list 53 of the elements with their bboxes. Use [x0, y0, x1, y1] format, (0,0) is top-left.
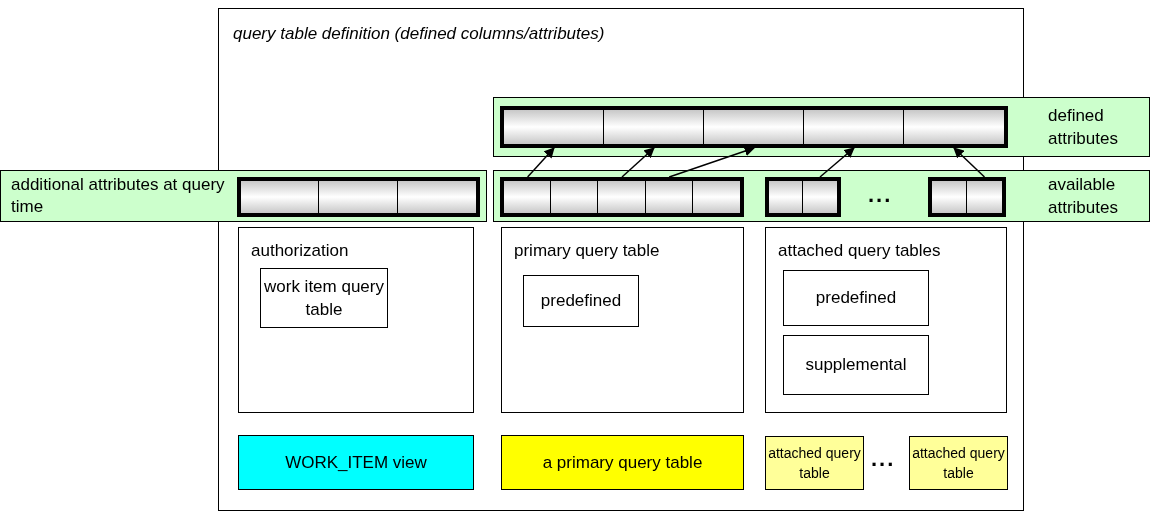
- node-label: primary query table: [514, 240, 660, 262]
- node-label: work item query table: [263, 276, 385, 321]
- node-label: attached query table: [911, 444, 1006, 483]
- attribute-cell: [241, 181, 319, 213]
- attribute-bar: [928, 177, 1006, 217]
- node-label: predefined: [540, 290, 622, 313]
- attribute-cell: [397, 181, 476, 213]
- node-label: predefined: [815, 287, 897, 310]
- node-label: query table definition (defined columns/attributes): [233, 23, 605, 45]
- attribute-cell: [904, 110, 1004, 144]
- node-label: WORK_ITEM view: [285, 451, 427, 474]
- table-group-box: [238, 227, 474, 413]
- band: [493, 170, 1150, 222]
- table-box: [765, 436, 864, 490]
- node-label: defined attributes: [1048, 105, 1119, 150]
- attribute-cell: [803, 181, 837, 213]
- node-label: attached query table: [767, 444, 862, 483]
- table-box: [260, 268, 388, 328]
- node-label: supplemental: [805, 354, 907, 377]
- table-box: [523, 275, 639, 327]
- table-box: [501, 435, 744, 490]
- attribute-bar: [500, 177, 744, 217]
- table-box: [909, 436, 1008, 490]
- table-group-box: [765, 227, 1007, 413]
- attribute-cell: [598, 181, 645, 213]
- attribute-cell: [504, 181, 551, 213]
- attribute-cell: [645, 181, 692, 213]
- node-label: authorization: [251, 240, 349, 262]
- attribute-cell: [704, 110, 803, 144]
- ellipsis: ...: [871, 445, 896, 473]
- attribute-cell: [604, 110, 703, 144]
- node-label: a primary query table: [542, 451, 703, 474]
- node-label: additional attributes at query time: [11, 174, 226, 218]
- ellipsis: ...: [868, 181, 893, 209]
- attribute-cell: [551, 181, 598, 213]
- attribute-bar: [237, 177, 480, 217]
- arrow: [668, 146, 755, 178]
- band: [493, 97, 1150, 157]
- attribute-bar: [500, 106, 1008, 148]
- attribute-cell: [804, 110, 903, 144]
- attribute-cell: [932, 181, 966, 213]
- table-box: [783, 270, 929, 326]
- node-label: available attributes: [1048, 174, 1119, 219]
- attribute-cell: [769, 181, 802, 213]
- attribute-cell: [504, 110, 603, 144]
- attribute-bar: [765, 177, 841, 217]
- attribute-cell: [319, 181, 397, 213]
- node-label: attached query tables: [778, 240, 941, 262]
- table-box: [783, 335, 929, 395]
- attribute-cell: [967, 181, 1002, 213]
- view-box: [238, 435, 474, 490]
- attribute-cell: [692, 181, 740, 213]
- table-group-box: [501, 227, 744, 413]
